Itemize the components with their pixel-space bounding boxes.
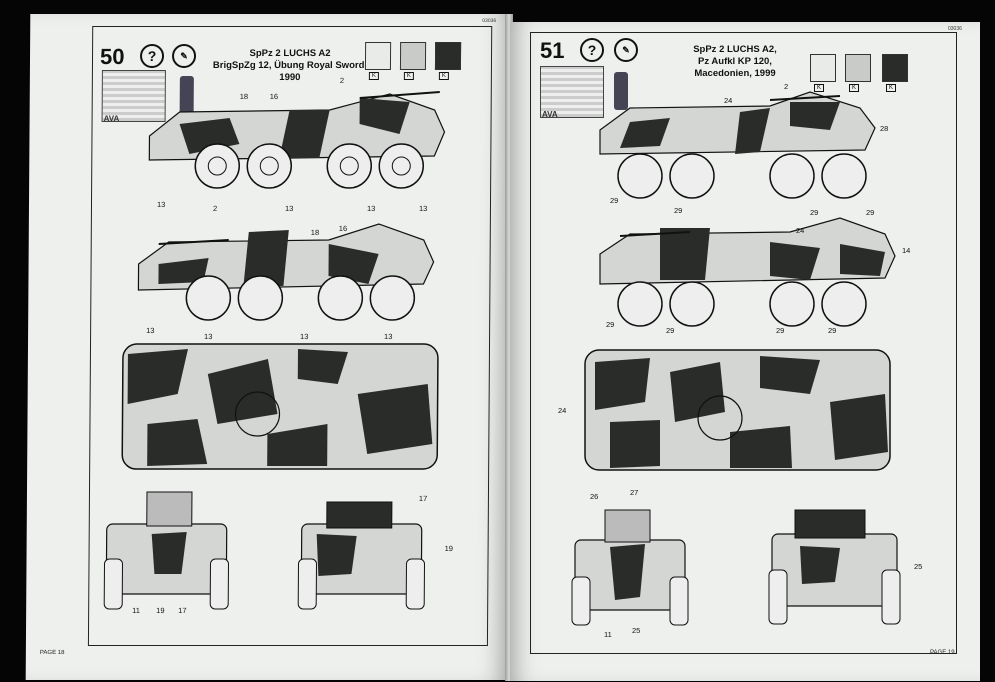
callout: 28 (880, 124, 889, 133)
callout: 16 (269, 92, 279, 101)
callout: 27 (630, 488, 639, 497)
left-page: 03036 50 ? ✎ AVA SpPz 2 LUCHS A2 BrigSpZ… (25, 14, 511, 680)
callout: 19 (444, 544, 453, 553)
callout: 24 (796, 226, 805, 235)
callout: 29 (666, 326, 675, 335)
step-title: SpPz 2 LUCHS A2, Pz Aufkl KP 120, Macedo… (660, 44, 810, 80)
callout: 24 (724, 96, 733, 105)
top-view (121, 343, 439, 470)
swatch-code: K (886, 84, 897, 92)
callout: 18 (310, 228, 320, 237)
question-icon: ? (580, 38, 604, 62)
callout: 2 (784, 82, 789, 91)
callout: 11 (604, 630, 612, 639)
callout: 16 (338, 224, 348, 233)
step-number: 51 (540, 38, 565, 63)
callout: 26 (590, 492, 599, 501)
callout: 13 (384, 332, 393, 341)
decal-sheet-icon (540, 66, 604, 118)
color-swatch-dark (882, 54, 908, 82)
front-view (768, 509, 901, 625)
title-line-2: Pz Aufkl KP 120, (698, 56, 772, 67)
callout: 13 (156, 200, 166, 209)
callout: 17 (178, 606, 187, 615)
side-view-right (599, 91, 876, 199)
decal-label: AVA (542, 110, 558, 119)
swatch-code: K (814, 84, 825, 92)
swatch-code: K (849, 84, 860, 92)
callout: 29 (776, 326, 785, 335)
right-vehicle-drawings (571, 91, 901, 626)
side-view-right (148, 91, 446, 189)
right-page: 03036 51 ? ✎ AVA SpPz 2 LUCHS A2, Pz Auf… (510, 22, 980, 681)
callout: 29 (866, 208, 875, 217)
callout: 25 (914, 562, 923, 571)
callout: 29 (606, 320, 615, 329)
callout: 29 (828, 326, 837, 335)
paint-brush-icon: ✎ (614, 38, 638, 62)
callout: 2 (339, 76, 345, 85)
title-line-1: SpPz 2 LUCHS A2, (693, 44, 777, 55)
title-line-3: Macedonien, 1999 (694, 68, 776, 79)
callout: 2 (212, 204, 218, 213)
rear-view (103, 491, 229, 610)
callout: 11 (132, 606, 140, 615)
page-number: PAGE 19 (930, 650, 955, 656)
callout: 13 (146, 326, 155, 335)
front-view (297, 501, 425, 610)
callout: 24 (558, 406, 567, 415)
right-page-code: 03036 (948, 26, 962, 32)
callout: 25 (632, 626, 641, 635)
callout: 13 (204, 332, 213, 341)
right-page-frame (530, 32, 957, 654)
color-swatch-light (810, 54, 836, 82)
callout: 17 (418, 494, 428, 503)
callout: 13 (284, 204, 294, 213)
callout: 29 (610, 196, 619, 205)
callout: 13 (366, 204, 376, 213)
page-number: PAGE 18 (39, 650, 65, 656)
side-view-left (599, 217, 896, 327)
side-view-left (137, 223, 435, 321)
rear-view (571, 509, 689, 626)
callout: 13 (300, 332, 309, 341)
booklet-spine (505, 14, 513, 681)
callout: 29 (674, 206, 683, 215)
left-vehicle-drawings (103, 91, 446, 610)
callout: 13 (418, 204, 428, 213)
callout: 18 (239, 92, 249, 101)
decal-bottle-icon (614, 72, 628, 110)
top-view (584, 349, 891, 471)
color-swatch-grey (845, 54, 871, 82)
callout: 29 (810, 208, 819, 217)
callout: 19 (156, 606, 165, 615)
callout: 14 (902, 246, 911, 255)
